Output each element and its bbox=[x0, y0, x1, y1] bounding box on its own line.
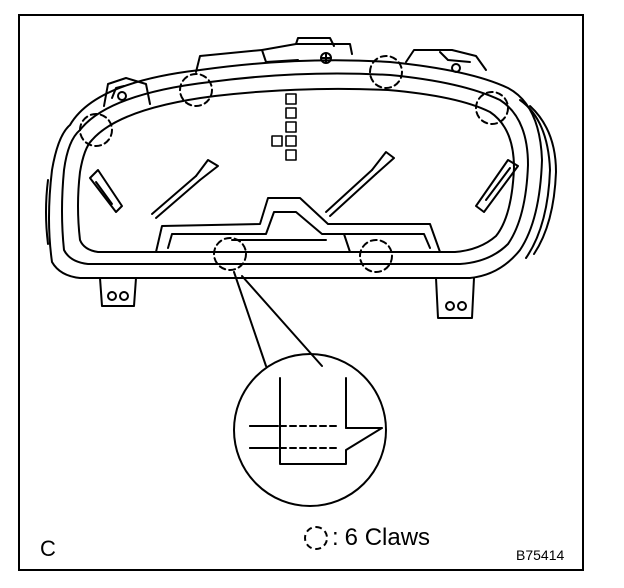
gauge-needles bbox=[89, 151, 519, 219]
lower-panel bbox=[155, 197, 441, 253]
bottom-brackets bbox=[99, 277, 475, 319]
figure-id: B75414 bbox=[516, 547, 565, 563]
panel-letter: C bbox=[40, 536, 56, 561]
indicator-lamps bbox=[271, 93, 297, 161]
legend-colon: : bbox=[332, 524, 339, 551]
claw-marker-4 bbox=[475, 91, 509, 125]
claw-markers bbox=[79, 55, 509, 273]
claw-detail-view bbox=[233, 353, 387, 507]
claw-marker-6 bbox=[359, 239, 393, 273]
legend: : 6 Claws bbox=[304, 524, 430, 552]
claw-marker-5 bbox=[213, 237, 247, 271]
legend-label: 6 Claws bbox=[344, 524, 431, 551]
claw-marker-1 bbox=[79, 113, 113, 147]
dashed-circle-icon bbox=[304, 526, 328, 550]
meter-housing bbox=[45, 59, 557, 279]
claw-marker-2 bbox=[179, 73, 213, 107]
claw-marker-3 bbox=[369, 55, 403, 89]
detail-callout-leader bbox=[233, 271, 323, 367]
